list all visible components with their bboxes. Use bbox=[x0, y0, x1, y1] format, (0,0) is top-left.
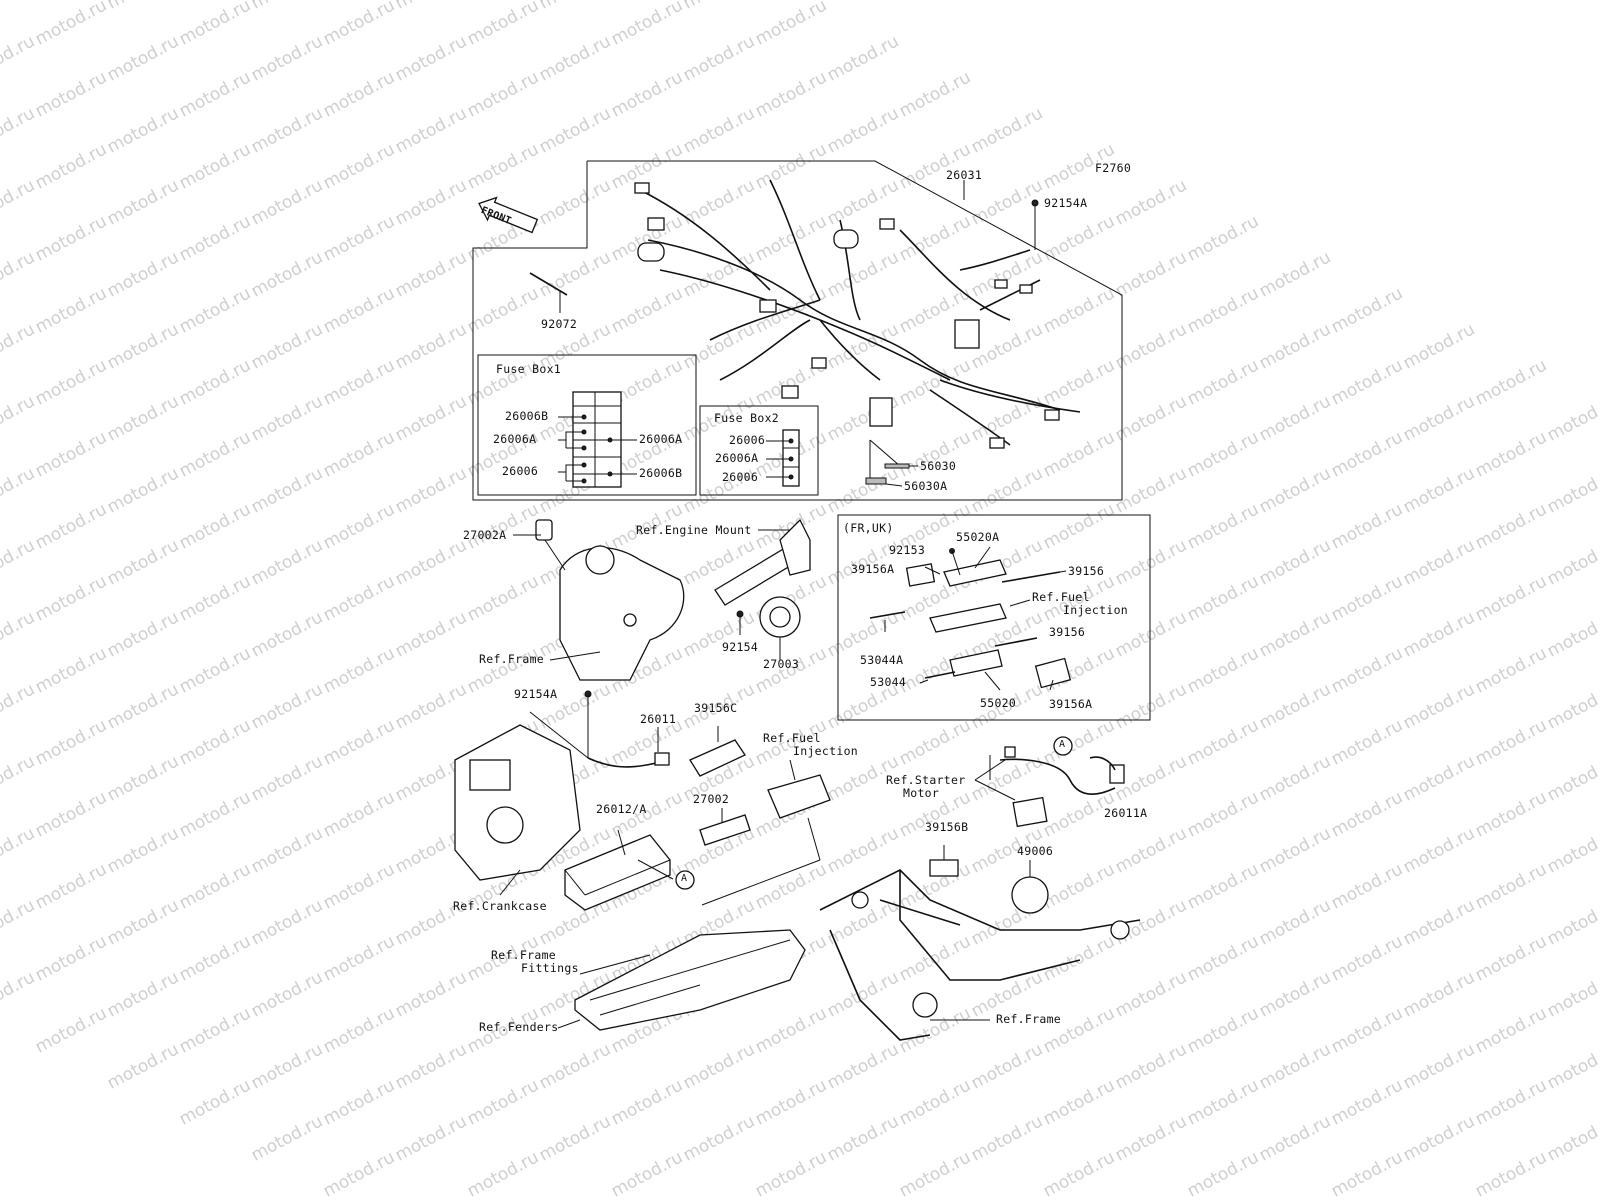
fuse-box1-drawing bbox=[558, 391, 637, 488]
ref-fuel-injection-label-2: Injection bbox=[793, 744, 859, 758]
bolt-92154a-mid-label: 92154A bbox=[514, 687, 558, 701]
ref-fuel-injection-fr-label-1: Ref.Fuel bbox=[1032, 590, 1090, 604]
ref-frame-fittings-label-2: Fittings bbox=[521, 961, 579, 975]
part-53044-label: 53044 bbox=[870, 675, 907, 689]
front-arrow-icon bbox=[478, 196, 539, 234]
ref-starter-label-1: Ref.Starter bbox=[886, 773, 966, 787]
horn-mount-drawing bbox=[714, 518, 811, 660]
band-92072-label: 92072 bbox=[541, 317, 578, 331]
cap-49006-label: 49006 bbox=[1017, 844, 1054, 858]
circle-a-label-2: A bbox=[1059, 739, 1066, 750]
battery-26012a-label: 26012/A bbox=[596, 802, 647, 816]
fuse-box2-label-2: 26006 bbox=[722, 470, 759, 484]
frame-bracket-drawing bbox=[513, 519, 685, 681]
fuse-box1-label-1: 26006A bbox=[493, 432, 537, 446]
case-39156c-label: 39156C bbox=[694, 701, 738, 715]
figure-code: F2760 bbox=[1095, 161, 1132, 175]
rear-frame-drawing bbox=[819, 869, 1141, 1041]
relay-parts-drawing bbox=[689, 726, 831, 906]
part-39156a-bot-label: 39156A bbox=[1049, 697, 1093, 711]
ref-frame-label-2: Ref.Frame bbox=[996, 1012, 1062, 1026]
fuse-box2-label-0: 26006 bbox=[729, 433, 766, 447]
fuse-box2-frame bbox=[699, 405, 819, 496]
fr-uk-title: (FR,UK) bbox=[843, 521, 894, 535]
ref-frame-label-1: Ref.Frame bbox=[479, 652, 545, 666]
cable-26011a-label: 26011A bbox=[1104, 806, 1148, 820]
part-55020a-label: 55020A bbox=[956, 530, 1000, 544]
fr-uk-frame bbox=[837, 514, 1151, 721]
bolt-92154a-top-label: 92154A bbox=[1044, 196, 1088, 210]
part-39156b-label: 39156B bbox=[925, 820, 969, 834]
fuse-box1-label-4: 26006B bbox=[639, 466, 683, 480]
fuse-box1-label-0: 26006B bbox=[505, 409, 549, 423]
part-55020-label: 55020 bbox=[980, 696, 1017, 710]
label-56030: 56030 bbox=[920, 459, 957, 473]
ref-fuel-injection-fr-label-2: Injection bbox=[1063, 603, 1129, 617]
horn-27003-label: 27003 bbox=[763, 657, 800, 671]
fr-uk-parts-drawing bbox=[869, 546, 1072, 691]
fuse-box1-title: Fuse Box1 bbox=[496, 362, 562, 376]
crankcase-drawing bbox=[454, 724, 581, 896]
fuse-box1-label-2: 26006A bbox=[639, 432, 683, 446]
top-section-outline bbox=[472, 160, 1123, 501]
fuse-box2-title: Fuse Box2 bbox=[714, 411, 780, 425]
part-39156-top-label: 39156 bbox=[1068, 564, 1105, 578]
cables-drawing bbox=[529, 690, 1125, 795]
fuse-box2-drawing bbox=[766, 429, 800, 487]
ref-crankcase-label: Ref.Crankcase bbox=[453, 899, 547, 913]
rear-fender-drawing bbox=[557, 929, 806, 1031]
fuse-box2-label-1: 26006A bbox=[715, 451, 759, 465]
main-harness-drawing bbox=[529, 179, 1081, 487]
relay-27002a-label: 27002A bbox=[463, 528, 507, 542]
battery-drawing bbox=[564, 829, 695, 911]
part-39156a-top-label: 39156A bbox=[851, 562, 895, 576]
circle-a-label-1: A bbox=[681, 873, 688, 884]
bolt-92154-label: 92154 bbox=[722, 640, 759, 654]
part-39156-mid-label: 39156 bbox=[1049, 625, 1086, 639]
fuse-box1-label-3: 26006 bbox=[502, 464, 539, 478]
cable-26011-label: 26011 bbox=[640, 712, 677, 726]
harness-26031-label: 26031 bbox=[946, 168, 983, 182]
ref-engine-mount-label: Ref.Engine Mount bbox=[636, 523, 752, 537]
relay-27002-label: 27002 bbox=[693, 792, 730, 806]
starter-relay-drawing bbox=[929, 736, 1073, 914]
part-92153-label: 92153 bbox=[889, 543, 926, 557]
ref-fuel-injection-label-1: Ref.Fuel bbox=[763, 731, 821, 745]
ref-frame-fittings-label-1: Ref.Frame bbox=[491, 948, 557, 962]
ref-starter-label-2: Motor bbox=[903, 786, 940, 800]
fuse-box1-frame bbox=[477, 354, 697, 496]
label-56030a: 56030A bbox=[904, 479, 948, 493]
ref-fenders-label: Ref.Fenders bbox=[479, 1020, 559, 1034]
part-53044a-label: 53044A bbox=[860, 653, 904, 667]
